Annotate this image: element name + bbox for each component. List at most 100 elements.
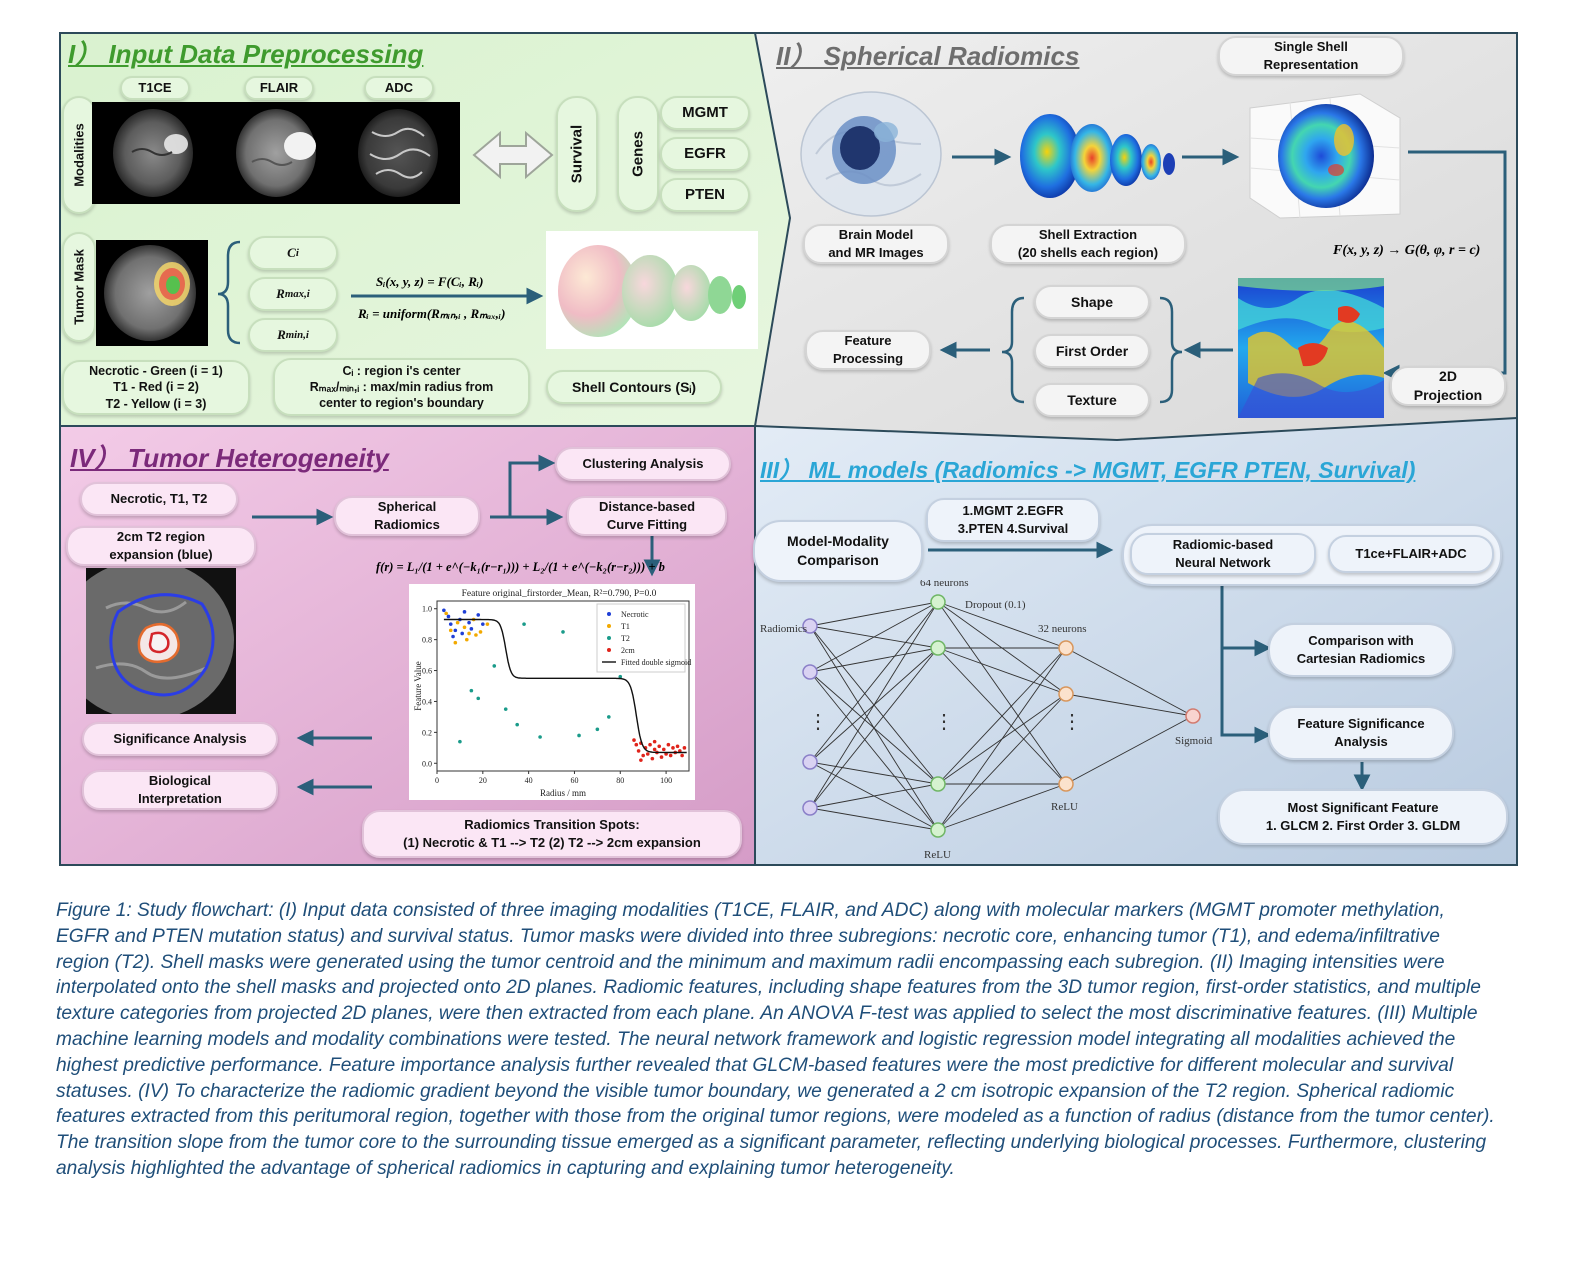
- neural-network-diagram: Radiomics 64 neurons Dropout (0.1) 32 ne…: [760, 580, 1213, 861]
- point-2cm-21: [680, 753, 684, 758]
- point-2cm-15: [666, 742, 671, 747]
- nn-edge-25: [937, 647, 1067, 831]
- point-necrotic-3: [453, 628, 458, 633]
- survival-label: Survival: [568, 124, 586, 184]
- nn-edge-20: [937, 647, 1067, 695]
- shell-contours-label: Shell Contours (Sᵢ): [546, 370, 722, 404]
- point-2cm-4: [641, 753, 645, 758]
- tab-flair: FLAIR: [244, 76, 314, 100]
- point-t2-7: [561, 630, 565, 634]
- double-arrow-icon: [472, 130, 554, 180]
- point-t1-7: [485, 622, 490, 626]
- nn-label-64-neurons: 64 neurons: [920, 580, 969, 589]
- brain-model-label: Brain Model and MR Images: [803, 224, 949, 264]
- panel-4-title: IV） Tumor Heterogeneity: [70, 443, 389, 473]
- x-tick-label-2: 40: [525, 776, 533, 785]
- point-necrotic-2: [448, 622, 453, 626]
- feature-processing-label: Feature Processing: [805, 330, 931, 370]
- nn-edge-18: [937, 601, 1067, 785]
- biological-interpretation-pill: Biological Interpretation: [82, 770, 278, 810]
- legend-label-t1: T1: [621, 622, 630, 631]
- nn-edge-28: [1065, 647, 1194, 717]
- radiomic-nn-pill: Radiomic-based Neural Network: [1130, 533, 1316, 575]
- gene-egfr: EGFR: [660, 137, 750, 171]
- point-2cm-9: [652, 747, 657, 752]
- nn-edge-27: [937, 783, 1067, 831]
- nn-label-radiomics: Radiomics: [760, 623, 807, 635]
- brain-model-image: [800, 91, 942, 217]
- figure-caption: Figure 1: Study flowchart: (I) Input dat…: [56, 900, 1495, 1179]
- point-necrotic-10: [451, 634, 455, 639]
- shell-extraction-label: Shell Extraction (20 shells each region): [990, 224, 1186, 264]
- y-tick-label-3: 0.6: [422, 667, 432, 676]
- regions-pill: Necrotic, T1, T2: [80, 482, 238, 516]
- nn-edge-13: [809, 647, 939, 809]
- genes-pill: Genes: [617, 96, 659, 212]
- point-2cm-6: [645, 752, 650, 756]
- point-necrotic-9: [481, 622, 485, 626]
- shell-extraction-image: [1020, 114, 1175, 198]
- nn-node-hidden2-0: [1058, 640, 1074, 656]
- point-t1-4: [467, 631, 471, 636]
- x-tick-label-1: 20: [479, 776, 487, 785]
- point-2cm-22: [682, 746, 687, 750]
- nn-node-hidden1-3: [930, 822, 946, 838]
- x-tick-label-0: 0: [435, 776, 439, 785]
- 2d-projection-image: [1238, 278, 1384, 418]
- y-tick-label-1: 0.2: [422, 728, 432, 737]
- panel-2-title: II） Spherical Radiomics: [776, 41, 1080, 71]
- tumor-mask-image: [96, 240, 208, 346]
- shell-contours-image: [546, 231, 758, 349]
- nn-node-output-0: [1185, 708, 1201, 724]
- point-2cm-0: [632, 738, 636, 742]
- inputs-pill: T1ce+FLAIR+ADC: [1328, 535, 1494, 573]
- nn-label-32-neurons: 32 neurons: [1038, 623, 1087, 635]
- point-necrotic-11: [460, 631, 464, 636]
- point-t1-0: [444, 611, 448, 616]
- nn-edge-8: [809, 601, 939, 763]
- nn-node-hidden2-1: [1058, 686, 1074, 702]
- panel-3-title: III） ML models (Radiomics -> MGMT, EGFR …: [760, 457, 1416, 483]
- point-2cm-12: [659, 755, 664, 759]
- subregion-legend: Necrotic - Green (i = 1) T1 - Red (i = 2…: [62, 360, 250, 415]
- nn-label-sigmoid: Sigmoid: [1175, 735, 1213, 747]
- point-necrotic-7: [469, 627, 474, 631]
- tab-t1ce: T1CE: [120, 76, 190, 100]
- nn-edge-7: [809, 671, 939, 831]
- nn-node-input-1: [802, 664, 818, 680]
- gene-mgmt: MGMT: [660, 96, 750, 130]
- chart-title: Feature original_firstorder_Mean, R²=0.7…: [462, 588, 657, 599]
- clustering-analysis-pill: Clustering Analysis: [555, 447, 731, 481]
- nn-edge-12: [809, 601, 939, 809]
- point-t2-11: [618, 674, 623, 679]
- nn-label-dropout: Dropout (0.1): [965, 599, 1026, 611]
- point-necrotic-0: [442, 608, 446, 613]
- point-t2-2: [476, 696, 481, 701]
- tab-adc: ADC: [364, 76, 434, 100]
- x-tick-label-5: 100: [660, 776, 672, 785]
- point-2cm-11: [657, 744, 662, 749]
- mri-modalities-image: [92, 102, 460, 204]
- point-t1-6: [478, 630, 483, 634]
- spherical-radiomics-pill: Spherical Radiomics: [334, 496, 480, 536]
- nn-edge-22: [937, 647, 1067, 785]
- point-necrotic-5: [462, 610, 467, 614]
- nn-node-input-2: [802, 754, 818, 770]
- point-t2-3: [503, 707, 508, 711]
- point-t1-1: [448, 628, 453, 633]
- point-t2-8: [577, 733, 581, 738]
- point-t2-9: [595, 727, 600, 732]
- nn-edge-30: [1065, 715, 1194, 785]
- point-necrotic-6: [467, 620, 471, 625]
- point-2cm-7: [648, 742, 652, 747]
- panel-1-title: I） Input Data Preprocessing: [68, 39, 424, 69]
- nn-edge-0: [809, 601, 939, 627]
- nn-edge-16: [937, 601, 1067, 649]
- y-tick-label-0: 0.0: [422, 759, 432, 768]
- legend-label-necrotic: Necrotic: [621, 610, 649, 619]
- point-2cm-19: [675, 744, 680, 749]
- mapping-equation: F(x, y, z) → G(θ, φ, r = c): [1333, 243, 1481, 258]
